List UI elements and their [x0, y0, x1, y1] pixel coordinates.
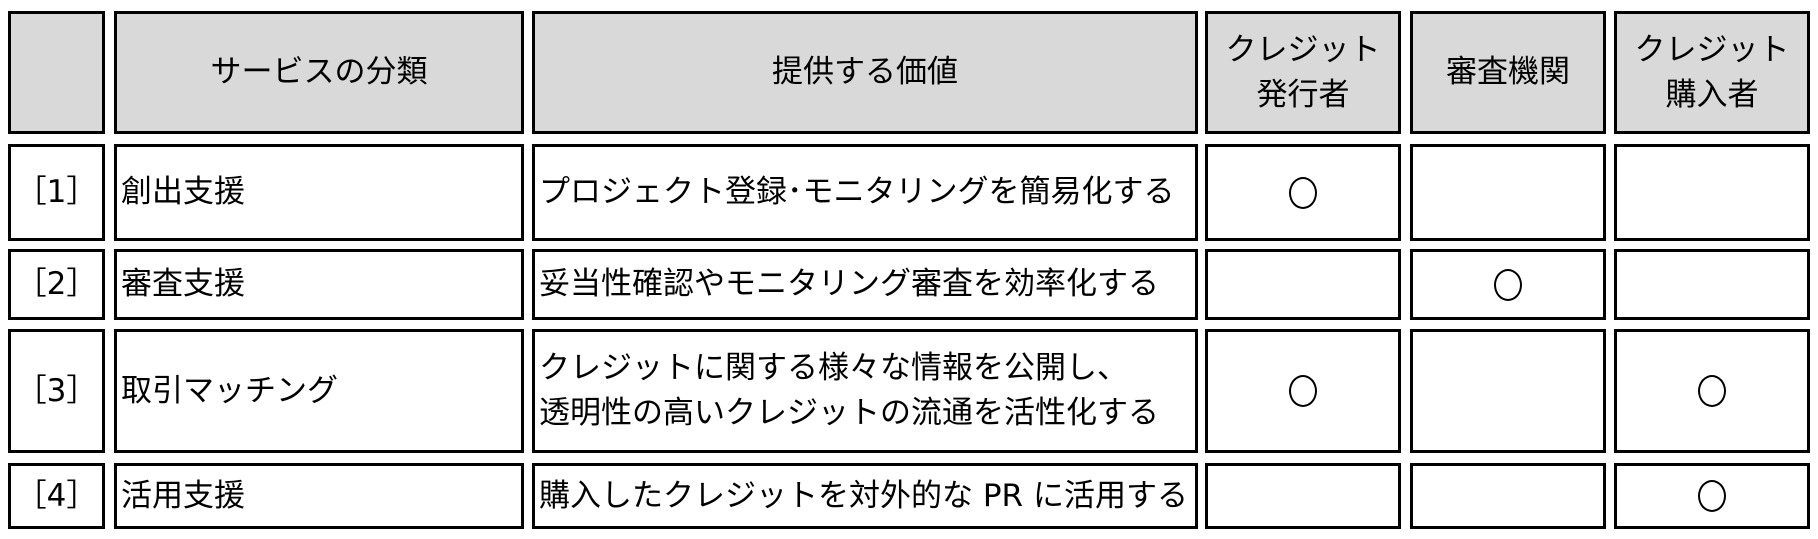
row-buyer-cell [1614, 329, 1810, 453]
row-number: ［1］ [8, 144, 105, 241]
row-number-label: ［3］ [15, 372, 98, 409]
row-value-line: クレジットに関する様々な情報を公開し、 [539, 350, 1128, 387]
row-number-label: ［4］ [15, 477, 98, 514]
circle-mark-icon [1494, 268, 1522, 301]
row-number-label: ［2］ [15, 266, 98, 303]
row-auditor-cell [1410, 329, 1606, 453]
row-buyer-cell [1614, 463, 1810, 529]
circle-mark-icon [1698, 375, 1726, 407]
row-number: ［4］ [8, 463, 105, 529]
row-value: 妥当性確認やモニタリング審査を効率化する [532, 249, 1198, 320]
row-value-line: 透明性の高いクレジットの流通を活性化する [539, 395, 1159, 431]
header-category-label: サービスの分類 [210, 54, 428, 91]
header-auditor: 審査機関 [1410, 11, 1606, 134]
row-number: ［3］ [8, 329, 105, 453]
row-category: 活用支援 [114, 463, 524, 529]
row-category: 審査支援 [114, 249, 524, 320]
header-issuer-label: クレジット [1225, 31, 1381, 68]
row-issuer-cell [1205, 144, 1401, 241]
circle-mark-icon [1289, 375, 1317, 407]
header-issuer: クレジット発行者 [1205, 11, 1401, 134]
row-number-label: ［1］ [15, 174, 98, 211]
row-value-line: 購入したクレジットを対外的な PR に活用する [539, 477, 1188, 514]
row-category: 取引マッチング [114, 329, 524, 453]
header-issuer-label: 発行者 [1256, 76, 1350, 113]
row-number: ［2］ [8, 249, 105, 320]
header-buyer-label: 購入者 [1665, 76, 1759, 113]
row-issuer-cell [1205, 329, 1401, 453]
row-auditor-cell [1410, 463, 1606, 529]
row-value: プロジェクト登録･モニタリングを簡易化する [532, 144, 1198, 241]
row-category: 創出支援 [114, 144, 524, 241]
header-buyer: クレジット購入者 [1614, 11, 1810, 134]
row-category-label: 活用支援 [121, 477, 245, 514]
row-category-label: 創出支援 [121, 174, 245, 211]
row-issuer-cell [1205, 463, 1401, 529]
header-auditor-label: 審査機関 [1446, 54, 1570, 91]
row-auditor-cell [1410, 144, 1606, 241]
row-buyer-cell [1614, 144, 1810, 241]
row-category-label: 審査支援 [121, 266, 245, 303]
header-buyer-label: クレジット [1634, 31, 1790, 68]
row-buyer-cell [1614, 249, 1810, 320]
row-issuer-cell [1205, 249, 1401, 320]
header-value-label: 提供する価値 [772, 54, 958, 91]
row-auditor-cell [1410, 249, 1606, 320]
circle-mark-icon [1698, 480, 1726, 512]
row-value: 購入したクレジットを対外的な PR に活用する [532, 463, 1198, 529]
header-number [8, 11, 105, 134]
row-value-line: 妥当性確認やモニタリング審査を効率化する [539, 266, 1159, 303]
row-value: クレジットに関する様々な情報を公開し、透明性の高いクレジットの流通を活性化する [532, 329, 1198, 453]
header-value: 提供する価値 [532, 11, 1198, 134]
row-category-label: 取引マッチング [121, 372, 338, 409]
circle-mark-icon [1289, 176, 1317, 209]
header-category: サービスの分類 [114, 11, 524, 134]
row-value-line: プロジェクト登録･モニタリングを簡易化する [539, 174, 1175, 211]
